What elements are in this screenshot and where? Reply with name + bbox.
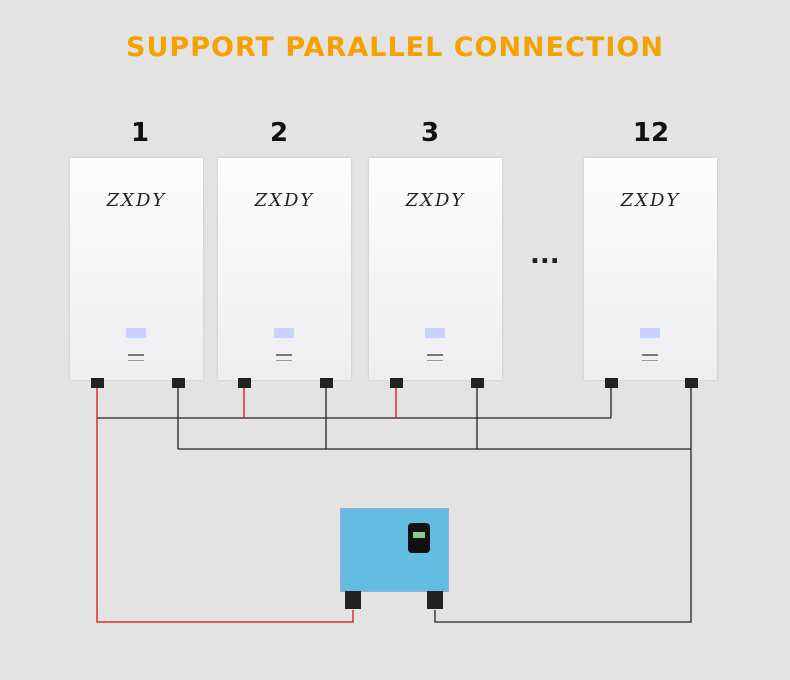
- inverter-display-panel: [408, 523, 430, 553]
- inverter: [340, 508, 449, 592]
- page-title: SUPPORT PARALLEL CONNECTION: [126, 32, 664, 63]
- brand-logo: ZXDY: [106, 190, 167, 211]
- ellipsis: ...: [530, 240, 560, 270]
- positive-wire: [96, 388, 354, 623]
- battery-unit: ZXDY: [369, 158, 502, 380]
- battery-display: [274, 328, 294, 338]
- battery-unit: ZXDY: [70, 158, 203, 380]
- battery-label: [642, 354, 658, 361]
- battery-number: 1: [130, 118, 150, 148]
- inverter-negative-terminal: [427, 591, 443, 609]
- battery-label: [276, 354, 292, 361]
- battery-unit: ZXDY: [584, 158, 717, 380]
- battery-display: [640, 328, 660, 338]
- battery-display: [126, 328, 146, 338]
- battery-number: 3: [420, 118, 440, 148]
- battery-number: 2: [269, 118, 289, 148]
- brand-logo: ZXDY: [254, 190, 315, 211]
- battery-unit: ZXDY: [218, 158, 351, 380]
- battery-terminals: [91, 378, 698, 388]
- battery-display: [425, 328, 445, 338]
- inverter-positive-terminal: [345, 591, 361, 609]
- battery-label: [427, 354, 443, 361]
- battery-label: [128, 354, 144, 361]
- brand-logo: ZXDY: [405, 190, 466, 211]
- brand-logo: ZXDY: [620, 190, 681, 211]
- negative-wire: [434, 388, 692, 623]
- battery-number: 12: [632, 118, 670, 148]
